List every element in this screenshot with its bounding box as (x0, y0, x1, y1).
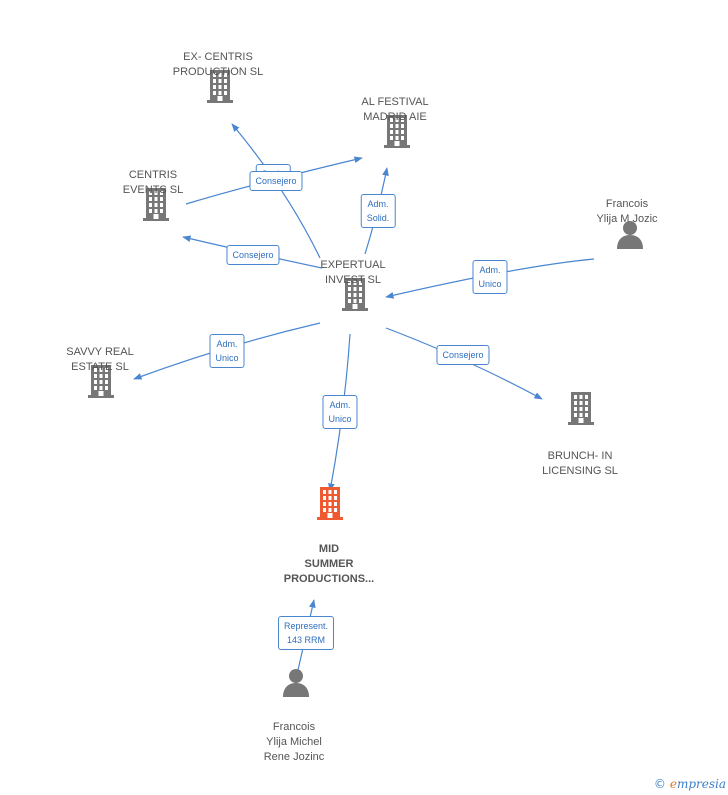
node-label-ex-centris[interactable]: EX- CENTRIS PRODUCTION SL (172, 51, 264, 78)
edge-expertual-to-ex-centris (231, 123, 321, 259)
empresia-logo[interactable]: ©empresia (654, 777, 726, 791)
node-label-al-festival[interactable]: AL FESTIVAL MADRID AIE (361, 96, 429, 123)
person-icon[interactable] (281, 667, 311, 702)
copyright-symbol: © (653, 777, 666, 791)
building-icon[interactable] (315, 486, 345, 525)
edge-label[interactable]: Adm. Unico (322, 395, 358, 429)
building-icon[interactable] (340, 277, 370, 316)
node-label-francois-ylija-michel[interactable]: Francois Ylija Michel Rene Jozinc (263, 721, 325, 763)
node-label-savvy[interactable]: SAVVY REAL ESTATE SL (66, 346, 134, 373)
edge-label[interactable]: Adm. Unico (209, 334, 245, 368)
building-icon[interactable] (566, 391, 596, 430)
node-label-centris-events[interactable]: CENTRIS EVENTS SL (122, 169, 184, 196)
node-label-brunch-in[interactable]: BRUNCH- IN LICENSING SL (542, 450, 618, 477)
edge-label[interactable]: Consejero (249, 171, 303, 191)
brand-initial: e (669, 777, 677, 791)
building-icon[interactable] (205, 69, 235, 108)
person-icon[interactable] (615, 219, 645, 254)
node-label-expertual[interactable]: EXPERTUAL INVEST SL (320, 259, 386, 286)
edge-label[interactable]: Consejero (226, 245, 280, 265)
building-icon[interactable] (86, 364, 116, 403)
building-icon[interactable] (382, 114, 412, 153)
node-label-mid-summer[interactable]: MID SUMMER PRODUCTIONS... (283, 543, 375, 585)
edge-label[interactable]: Consejero (436, 345, 490, 365)
building-icon[interactable] (141, 187, 171, 226)
edge-label[interactable]: Adm. Unico (472, 260, 508, 294)
edge-label[interactable]: Represent. 143 RRM (277, 616, 335, 650)
node-label-francois-ylija-m[interactable]: Francois Ylija M Jozic (596, 198, 658, 225)
brand-name: mpresia (676, 777, 726, 791)
edge-label[interactable]: Adm. Solid. (360, 194, 396, 228)
